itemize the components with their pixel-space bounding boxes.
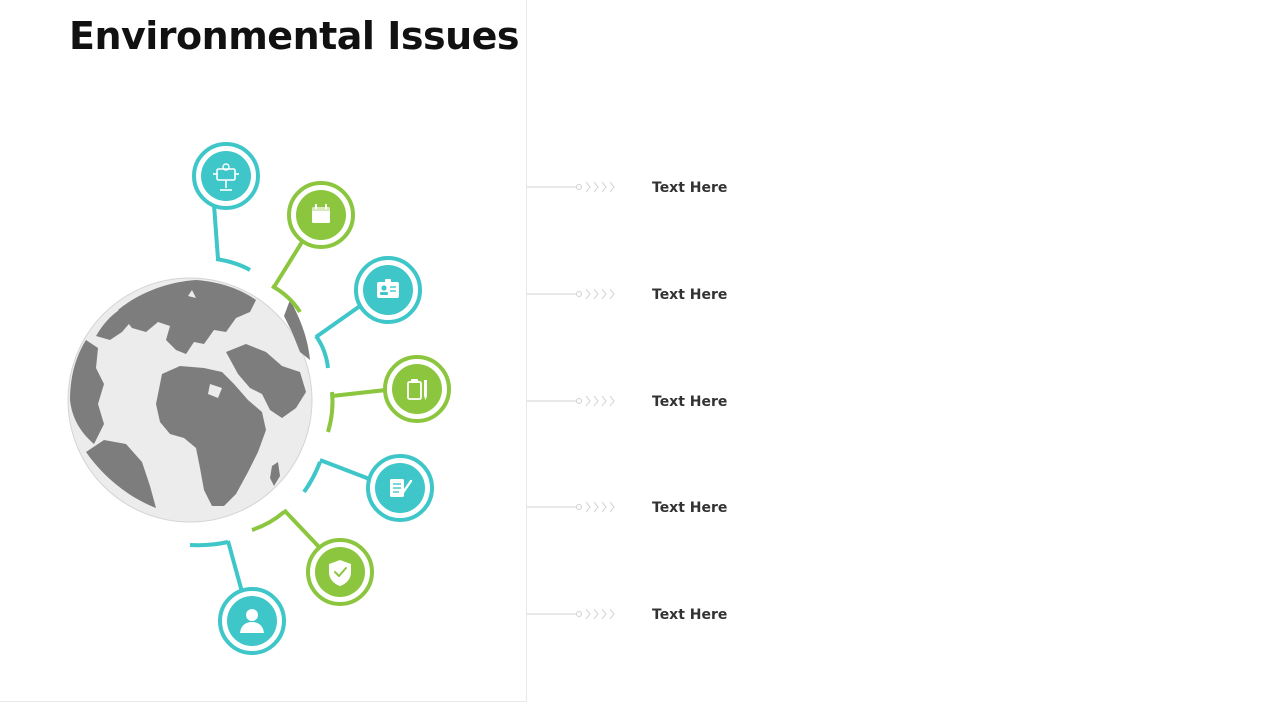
row-label-2: Text Here <box>652 287 728 303</box>
diagram-panel <box>0 0 527 702</box>
row-connector-2 <box>527 288 615 300</box>
arc-segment-5 <box>302 461 322 494</box>
row-label-5: Text Here <box>652 607 728 623</box>
camera-tripod-icon <box>192 142 260 210</box>
row-label-1: Text Here <box>652 180 728 196</box>
page-title: Environmental Issues <box>69 14 520 58</box>
row-connectors <box>527 181 615 620</box>
row-connector-3 <box>527 395 615 407</box>
stem-7 <box>226 540 244 593</box>
id-card-icon <box>354 256 422 324</box>
row-label-3: Text Here <box>652 394 728 410</box>
row-label-4: Text Here <box>652 500 728 516</box>
globe <box>67 277 313 523</box>
arc-segment-2 <box>271 284 302 314</box>
checklist-pen-icon <box>366 454 434 522</box>
stem-4 <box>331 388 387 398</box>
row-connector-1 <box>527 181 615 193</box>
calendar-icon <box>287 181 355 249</box>
stem-3 <box>314 304 362 339</box>
clipboard-pencil-icon <box>383 355 451 423</box>
stem-6 <box>282 508 322 550</box>
stem-5 <box>319 458 373 482</box>
arc-segment-3 <box>314 334 330 369</box>
arc-segment-4 <box>326 391 335 433</box>
stem-2 <box>272 240 304 289</box>
shield-check-icon <box>306 538 374 606</box>
row-connector-5 <box>527 608 615 620</box>
arc-segment-6 <box>251 510 286 532</box>
arc-segment-7 <box>189 540 229 548</box>
arc-segment-1 <box>215 257 251 272</box>
stem-1 <box>212 204 220 260</box>
user-icon <box>218 587 286 655</box>
row-connector-4 <box>527 501 615 513</box>
icon-stems <box>212 204 387 593</box>
